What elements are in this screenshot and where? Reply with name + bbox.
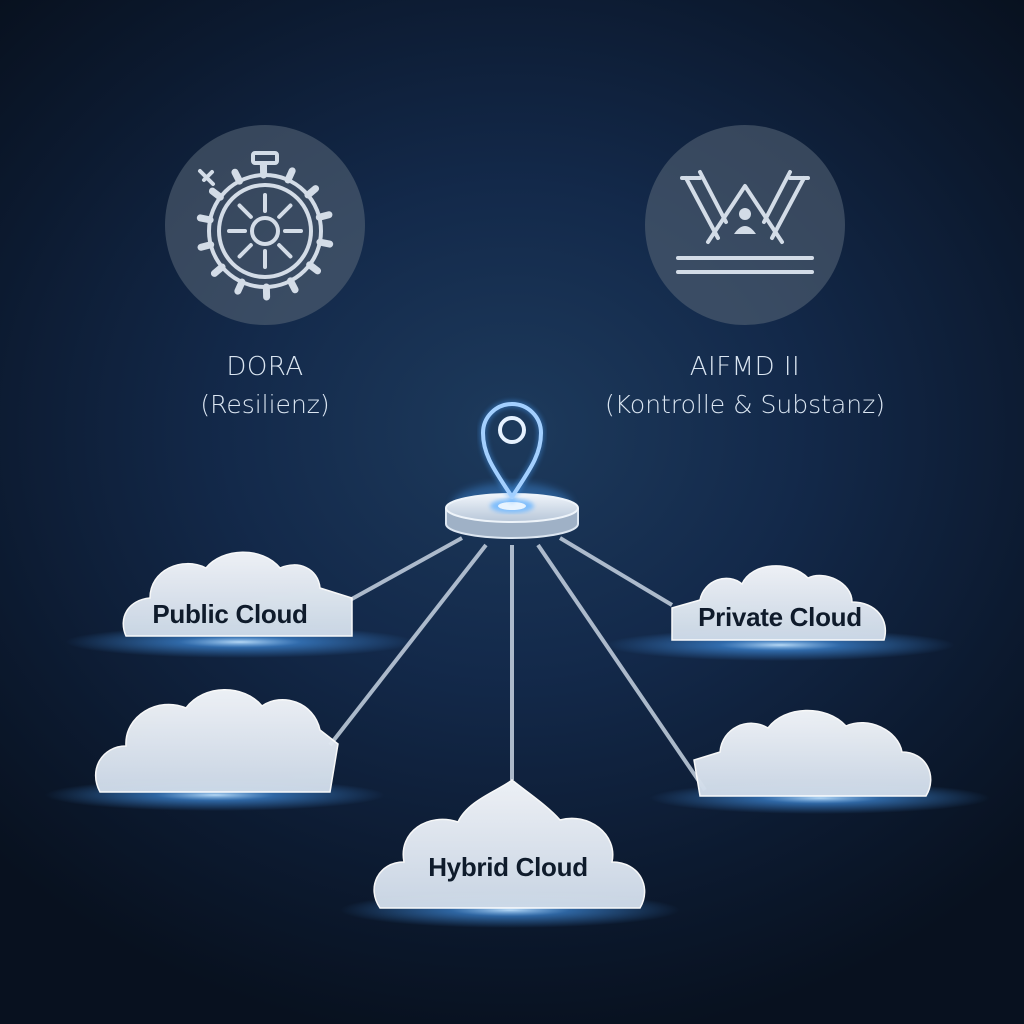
aifmd-title: AIFMD II bbox=[689, 352, 801, 382]
dora-subtitle: (Resilienz) bbox=[200, 390, 330, 419]
dora-icon-badge bbox=[165, 125, 365, 325]
aifmd-icon-badge bbox=[645, 125, 845, 325]
cloud-hybrid bbox=[373, 779, 646, 909]
dora-title: DORA bbox=[226, 352, 304, 382]
aifmd-subtitle: (Kontrolle & Substanz) bbox=[605, 390, 885, 419]
connector-right bbox=[536, 543, 707, 792]
hub bbox=[445, 400, 579, 539]
warning-structure-icon bbox=[676, 170, 814, 274]
location-pin-icon bbox=[478, 400, 546, 505]
cloud-public-label: Public Cloud bbox=[152, 599, 308, 629]
stopwatch-gear-icon bbox=[196, 151, 334, 301]
cloud-hybrid-label: Hybrid Cloud bbox=[428, 852, 588, 882]
connector-public bbox=[349, 536, 463, 602]
cloud-private bbox=[671, 565, 887, 641]
cloud-public bbox=[122, 551, 353, 637]
connector-private bbox=[558, 536, 674, 607]
connector-lines bbox=[328, 536, 707, 792]
cloud-right-unlabeled bbox=[693, 709, 932, 797]
cloud-left-unlabeled bbox=[94, 689, 339, 793]
cloud-private-label: Private Cloud bbox=[698, 602, 862, 632]
